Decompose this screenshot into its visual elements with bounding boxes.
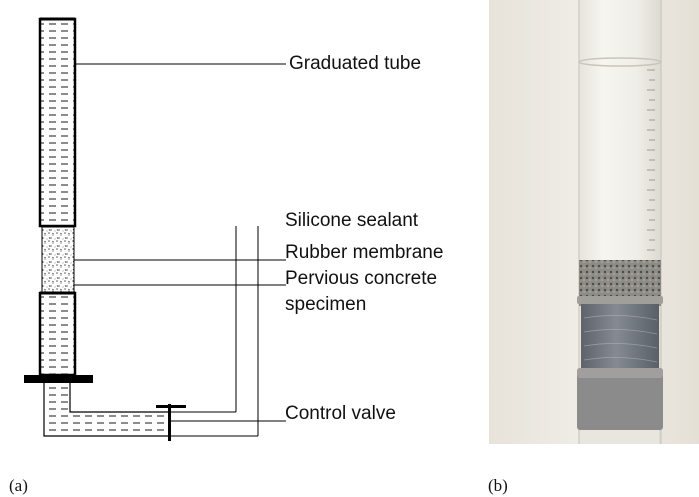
apparatus-photo [489,0,699,444]
caption-a: (a) [9,476,28,495]
control-valve [156,404,186,441]
photo-illustration [489,0,699,444]
label-rubber-membrane: Rubber membrane [285,242,444,263]
graduated-tube [38,17,77,228]
label-specimen: specimen [285,294,367,315]
permeameter-schematic [24,17,286,441]
base-plate [24,375,93,383]
pervious-concrete-specimen [41,226,75,294]
outlet-pipe [43,383,171,437]
label-pervious-concrete: Pervious concrete [285,268,438,289]
label-silicone-sealant: Silicone sealant [285,210,419,231]
label-graduated-tube: Graduated tube [289,53,422,74]
lower-tube [38,291,77,377]
caption-b: (b) [488,476,508,495]
label-control-valve: Control valve [285,403,396,424]
